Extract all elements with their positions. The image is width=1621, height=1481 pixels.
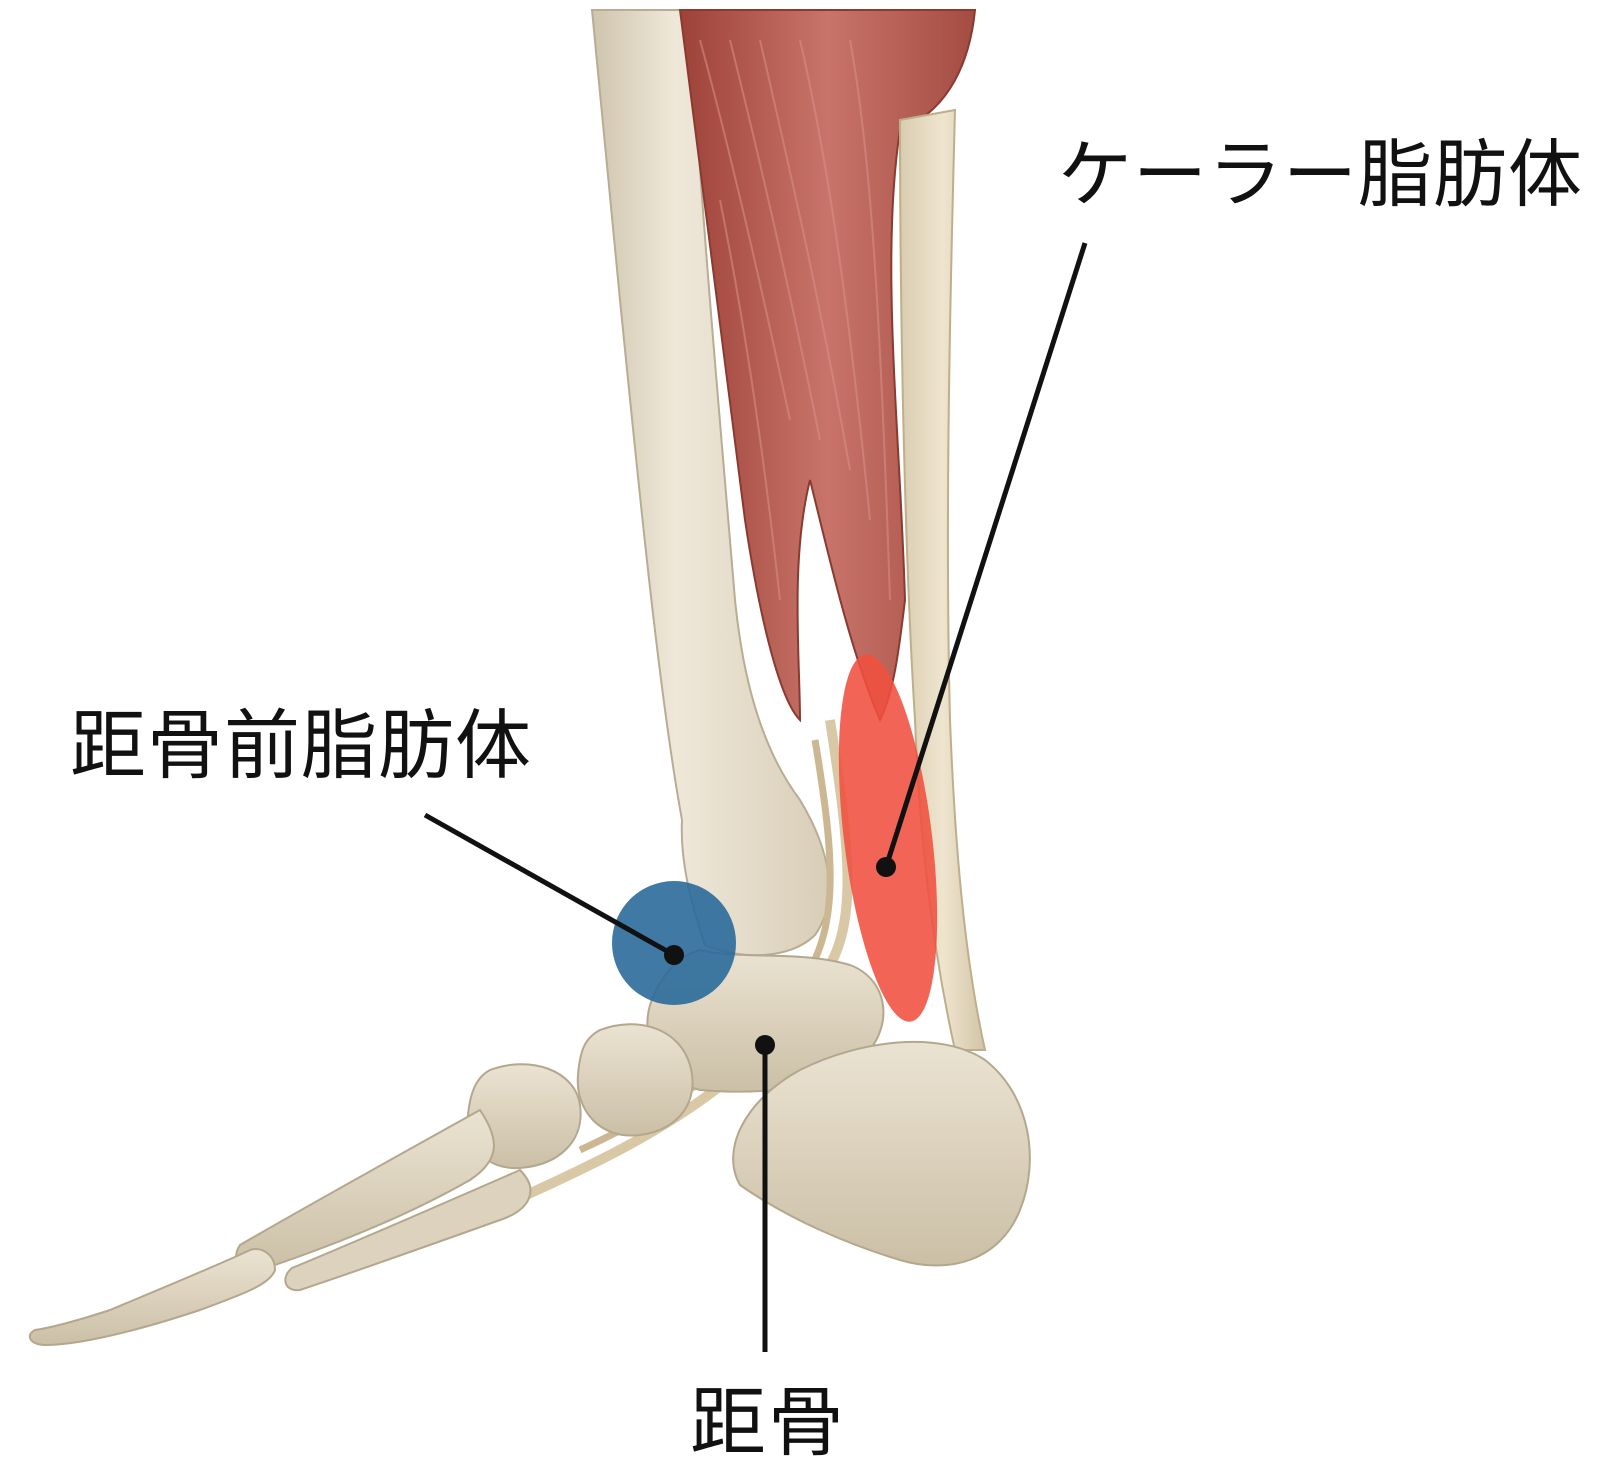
pretalar-fat-pad-highlight (612, 881, 736, 1005)
pretalar-leader-line (425, 815, 674, 955)
talus-leader-dot (755, 1035, 775, 1055)
pretalar-leader-dot (664, 945, 684, 965)
kager-leader-dot (876, 857, 896, 877)
kager-fat-pad-label: ケーラー脂肪体 (1058, 138, 1583, 212)
navicular-bone (578, 1024, 693, 1135)
phalanges (30, 1249, 275, 1345)
talus-label: 距骨 (690, 1385, 846, 1461)
pretalar-fat-pad-label: 距骨前脂肪体 (70, 708, 532, 784)
